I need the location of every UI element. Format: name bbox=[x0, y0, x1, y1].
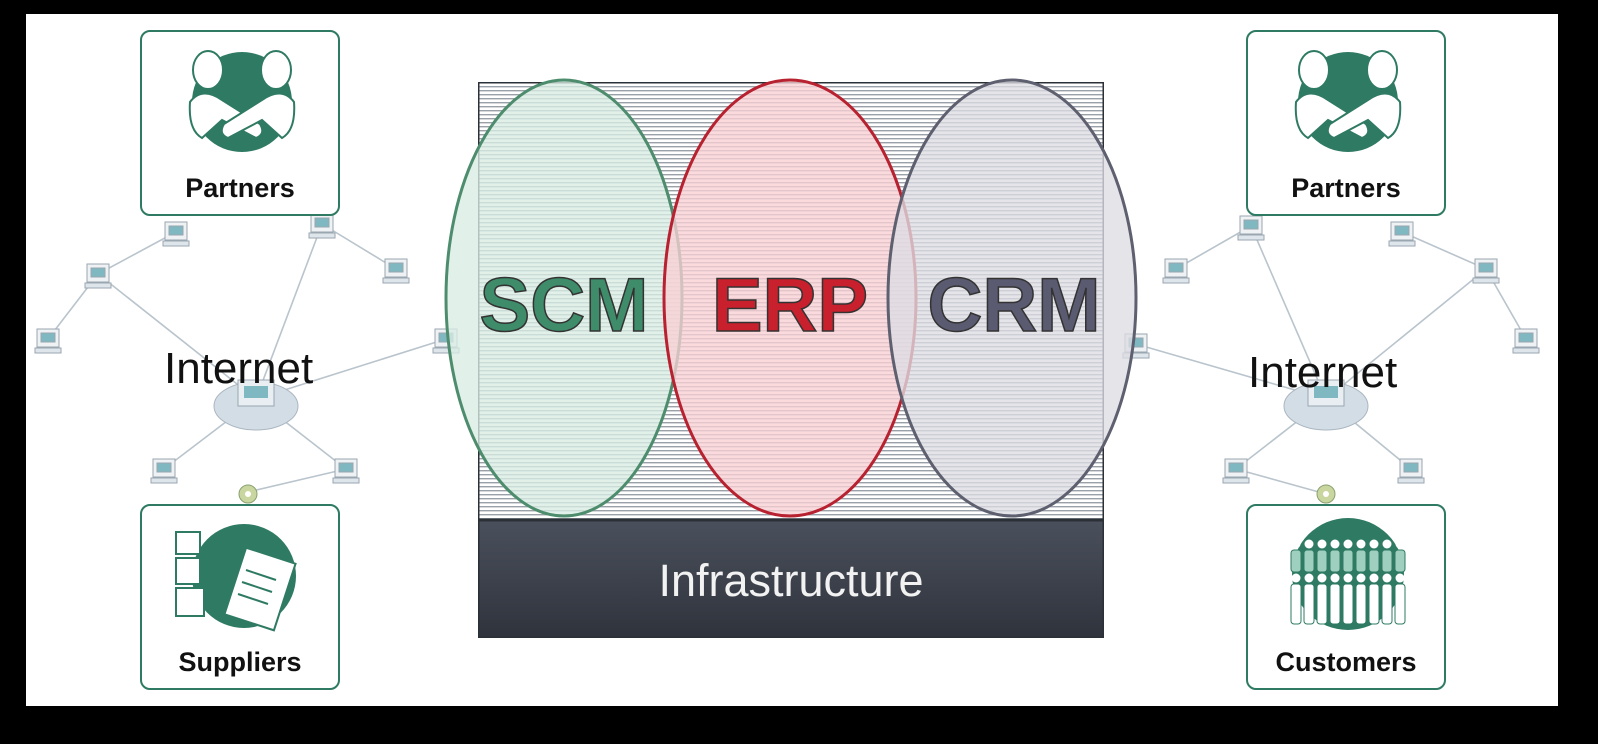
customers-crowd-icon bbox=[1290, 518, 1406, 630]
infrastructure-label: Infrastructure bbox=[658, 555, 924, 606]
computer-icon bbox=[1237, 215, 1265, 241]
right-partners-card: Partners bbox=[1246, 30, 1446, 216]
computer-icon bbox=[150, 458, 178, 484]
infrastructure-bar bbox=[478, 518, 1104, 638]
customers-card: Customers bbox=[1246, 504, 1446, 690]
erp-label: ERP bbox=[712, 263, 868, 348]
suppliers-documents-icon bbox=[175, 524, 297, 632]
right-hub-server-icon bbox=[1283, 379, 1369, 431]
crm-ellipse bbox=[886, 78, 1138, 518]
partners-handshake-icon bbox=[1294, 50, 1402, 152]
right-partners-label: Partners bbox=[1291, 173, 1401, 203]
right-internet-label: Internet bbox=[1248, 348, 1398, 397]
computer-icon bbox=[308, 213, 336, 239]
computer-icon bbox=[1388, 221, 1416, 247]
computer-icon bbox=[162, 221, 190, 247]
computer-icon bbox=[1397, 458, 1425, 484]
computer-icon bbox=[1512, 328, 1540, 354]
computer-icon bbox=[1472, 258, 1500, 284]
computer-icon bbox=[1222, 458, 1250, 484]
customers-label: Customers bbox=[1275, 647, 1417, 677]
venn-diagram: SCM ERP CRM bbox=[444, 78, 1138, 518]
right-disc-icon bbox=[1316, 484, 1336, 504]
computer-icon bbox=[34, 328, 62, 354]
scm-label: SCM bbox=[480, 263, 649, 348]
computer-icon bbox=[332, 458, 360, 484]
crm-label: CRM bbox=[927, 263, 1100, 348]
suppliers-label: Suppliers bbox=[178, 647, 302, 677]
suppliers-card: Suppliers bbox=[140, 504, 340, 690]
diagram-canvas: Internet Internet Infrastructure SCM ERP C… bbox=[26, 14, 1558, 706]
computer-icon bbox=[382, 258, 410, 284]
left-partners-label: Partners bbox=[185, 173, 295, 203]
left-partners-card: Partners bbox=[140, 30, 340, 216]
left-disc-icon bbox=[238, 484, 258, 504]
computer-icon bbox=[1162, 258, 1190, 284]
left-hub-server-icon bbox=[213, 379, 299, 431]
left-internet-label: Internet bbox=[164, 344, 314, 393]
partners-handshake-icon bbox=[188, 50, 296, 152]
computer-icon bbox=[84, 263, 112, 289]
